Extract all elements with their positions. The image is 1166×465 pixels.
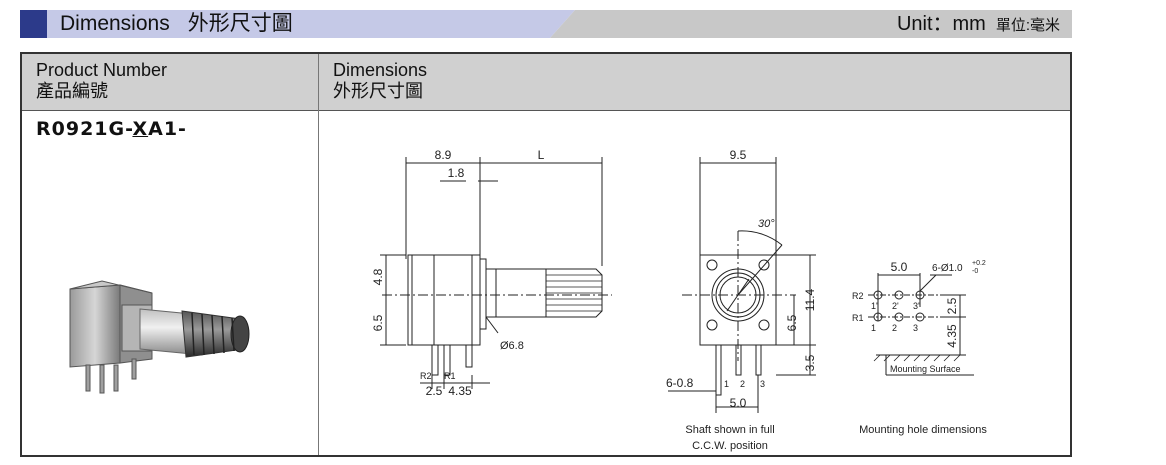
hole-top-1: 1': [871, 301, 878, 311]
side-dim-pin-b: 4.35: [448, 384, 472, 398]
side-dim-shaft: L: [538, 148, 545, 162]
front-caption-2: C.C.W. position: [692, 440, 768, 452]
hole-bot-1: 1: [871, 323, 876, 333]
hole-dim-row: 2.5: [945, 297, 959, 314]
hole-top-2: 2': [892, 301, 899, 311]
side-pin-r2: R2: [420, 371, 432, 381]
column-header-dimensions: Dimensions 外形尺寸圖: [333, 60, 427, 102]
side-pin-r1: R1: [444, 371, 456, 381]
side-dim-bushing: 1.8: [448, 166, 465, 180]
hole-bot-3: 3: [913, 323, 918, 333]
front-pin-1: 1: [724, 379, 729, 389]
section-header: Dimensions 外形尺寸圖 Unit：mm 單位:毫米: [20, 10, 1072, 38]
front-dim-angle: 30°: [758, 218, 775, 230]
hole-row-r1: R1: [852, 313, 864, 323]
page-title: Dimensions 外形尺寸圖: [60, 10, 293, 38]
header-accent-square: [20, 10, 47, 38]
front-pin-3: 3: [760, 379, 765, 389]
hole-view: [868, 273, 974, 376]
front-pin-2: 2: [740, 379, 745, 389]
column-divider: [318, 54, 319, 455]
title-zh: 外形尺寸圖: [187, 12, 293, 35]
hole-row-r2: R2: [852, 291, 864, 301]
title-en: Dimensions: [60, 12, 170, 35]
product-photo: [69, 280, 250, 394]
hole-bot-2: 2: [892, 323, 897, 333]
col1-header-zh: 產品編號: [36, 81, 108, 101]
side-dim-upper: 4.8: [371, 268, 385, 285]
table-header-row: Product Number 產品編號 Dimensions 外形尺寸圖: [22, 54, 1070, 111]
product-prefix: R0921G-: [36, 118, 133, 140]
front-dim-width: 9.5: [730, 148, 747, 162]
hole-dim-pitch: 5.0: [891, 260, 908, 274]
side-dim-shaft-dia: Ø6.8: [500, 340, 524, 352]
product-number: R0921G-XA1-: [36, 118, 187, 140]
col2-header-zh: 外形尺寸圖: [333, 81, 423, 101]
hole-tol-minus: -0: [972, 268, 978, 275]
unit-label: Unit：mm 單位:毫米: [897, 10, 1060, 38]
side-dim-lower: 6.5: [371, 314, 385, 331]
dimensions-table: Product Number 產品編號 Dimensions 外形尺寸圖 R09…: [20, 52, 1072, 457]
unit-zh: 單位:毫米: [995, 17, 1060, 34]
side-view: [380, 157, 612, 389]
hole-tol-plus: +0.2: [972, 260, 986, 267]
col2-header-en: Dimensions: [333, 60, 428, 80]
hole-caption: Mounting hole dimensions: [859, 424, 987, 436]
header-gradient-bar: [20, 10, 1072, 38]
side-dim-body: 8.9: [435, 148, 452, 162]
front-dim-center: 6.5: [785, 314, 799, 331]
hole-dim-holes: 6-Ø1.0: [932, 263, 963, 274]
hole-top-3: 3': [913, 301, 920, 311]
front-caption-1: Shaft shown in full: [685, 424, 774, 436]
col1-header-en: Product Number: [36, 60, 168, 80]
hole-dim-surface: 4.35: [945, 324, 959, 348]
column-header-product-number: Product Number 產品編號: [36, 60, 167, 102]
hole-surface-label: Mounting Surface: [890, 364, 961, 374]
product-variable: X: [132, 118, 149, 140]
front-dim-height: 11.4: [803, 288, 817, 311]
dimension-drawings: 8.9 L 1.8 4.8 6.5 Ø6.8 R2 R1 2.5 4.35 9.…: [371, 148, 987, 452]
product-suffix: A1-: [148, 118, 187, 140]
front-dim-pin-len: 3.5: [803, 354, 817, 371]
front-dim-pin-w: 6-0.8: [666, 376, 694, 390]
front-dim-pin-pitch: 5.0: [730, 396, 747, 410]
unit-en: Unit：mm: [896, 13, 986, 35]
side-dim-pin-a: 2.5: [426, 384, 443, 398]
front-view: [668, 157, 816, 413]
